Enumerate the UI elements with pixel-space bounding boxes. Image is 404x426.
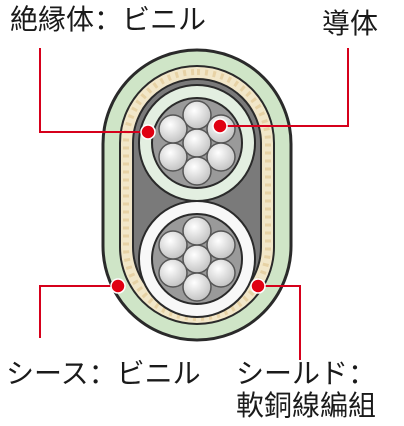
label-insulation: 絶縁体：ビニル — [10, 3, 207, 36]
leader-line-sheath — [39, 285, 118, 338]
label-sheath: シース：ビニル — [6, 357, 201, 390]
label-shield-line2: 軟銅線編組 — [236, 389, 377, 422]
shield-braid-dots — [123, 69, 271, 321]
conductor-strands-lower — [158, 216, 236, 302]
marker-insulation — [140, 124, 156, 140]
label-conductor: 導体 — [322, 7, 379, 40]
leader-line-insulation — [39, 48, 148, 133]
leader-line-shield — [258, 285, 301, 360]
marker-shield — [250, 278, 266, 294]
label-shield-line1: シールド： — [236, 357, 377, 390]
marker-conductor — [212, 118, 228, 134]
leader-line-conductor — [220, 48, 349, 127]
marker-sheath — [110, 278, 126, 294]
